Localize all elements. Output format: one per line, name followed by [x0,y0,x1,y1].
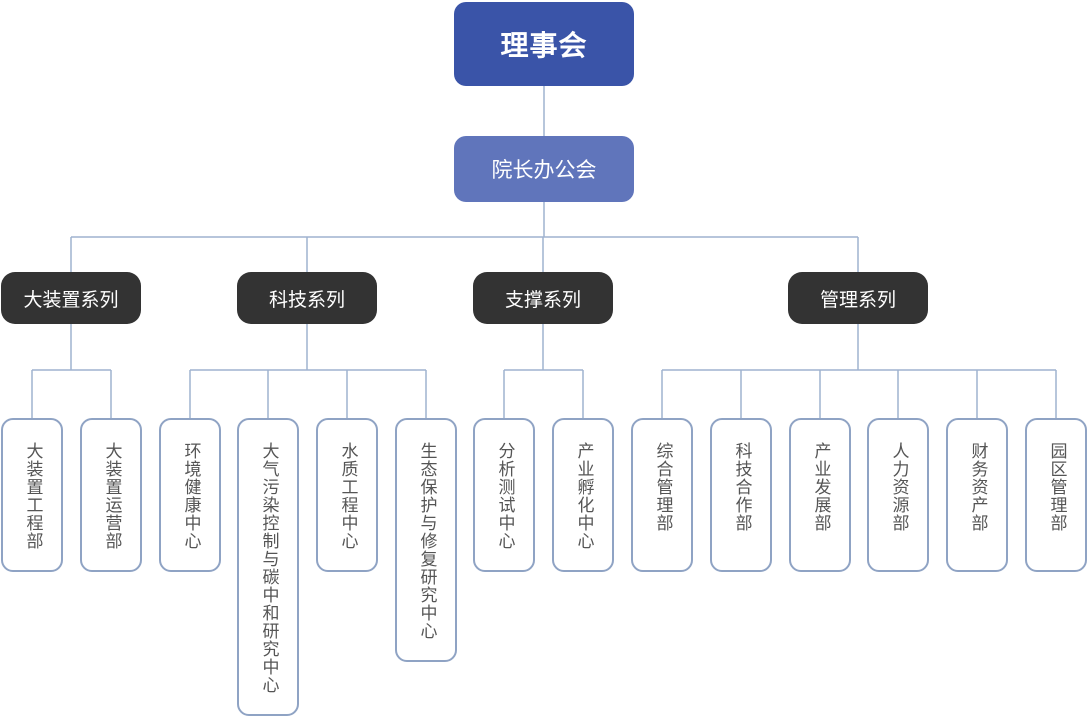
department-node[interactable]: 产业孵化中心 [552,418,614,572]
department-node[interactable]: 园区管理部 [1025,418,1087,572]
department-node[interactable]: 水质工程中心 [316,418,378,572]
series-node[interactable]: 科技系列 [237,272,377,324]
department-node[interactable]: 环境健康中心 [159,418,221,572]
office-node-president-meeting[interactable]: 院长办公会 [454,136,634,202]
department-node-label: 人力资源部 [888,442,909,532]
series-node[interactable]: 管理系列 [788,272,928,324]
root-node-board[interactable]: 理事会 [454,2,634,86]
series-node-label: 支撑系列 [504,288,581,311]
department-node-label: 产业孵化中心 [573,442,594,550]
department-node-label: 产业发展部 [810,442,831,532]
series-node[interactable]: 支撑系列 [473,272,613,324]
department-node-label: 大装置工程部 [22,442,43,550]
department-node-label: 财务资产部 [967,442,988,532]
department-node-label: 园区管理部 [1046,442,1067,532]
series-node-label: 大装置系列 [23,288,119,311]
department-node[interactable]: 科技合作部 [710,418,772,572]
department-node-label: 生态保护与修复研究中心 [416,442,437,640]
department-node[interactable]: 大装置工程部 [1,418,63,572]
series-node-label: 管理系列 [819,288,896,311]
department-node[interactable]: 人力资源部 [867,418,929,572]
department-node[interactable]: 生态保护与修复研究中心 [395,418,457,662]
department-node[interactable]: 大装置运营部 [80,418,142,572]
root-node-label: 理事会 [500,29,588,62]
department-node[interactable]: 大气污染控制与碳中和研究中心 [237,418,299,716]
department-node-label: 水质工程中心 [337,442,358,550]
series-node[interactable]: 大装置系列 [1,272,141,324]
department-node[interactable]: 财务资产部 [946,418,1008,572]
office-node-label: 院长办公会 [491,158,597,182]
department-node[interactable]: 分析测试中心 [473,418,535,572]
department-node-label: 大装置运营部 [101,442,122,550]
department-node-label: 综合管理部 [652,442,673,532]
department-node-label: 科技合作部 [731,442,752,532]
department-node-label: 大气污染控制与碳中和研究中心 [258,442,279,694]
department-node-label: 环境健康中心 [180,442,201,550]
department-node[interactable]: 综合管理部 [631,418,693,572]
series-node-label: 科技系列 [268,288,345,311]
department-node-label: 分析测试中心 [494,442,515,550]
department-node[interactable]: 产业发展部 [789,418,851,572]
